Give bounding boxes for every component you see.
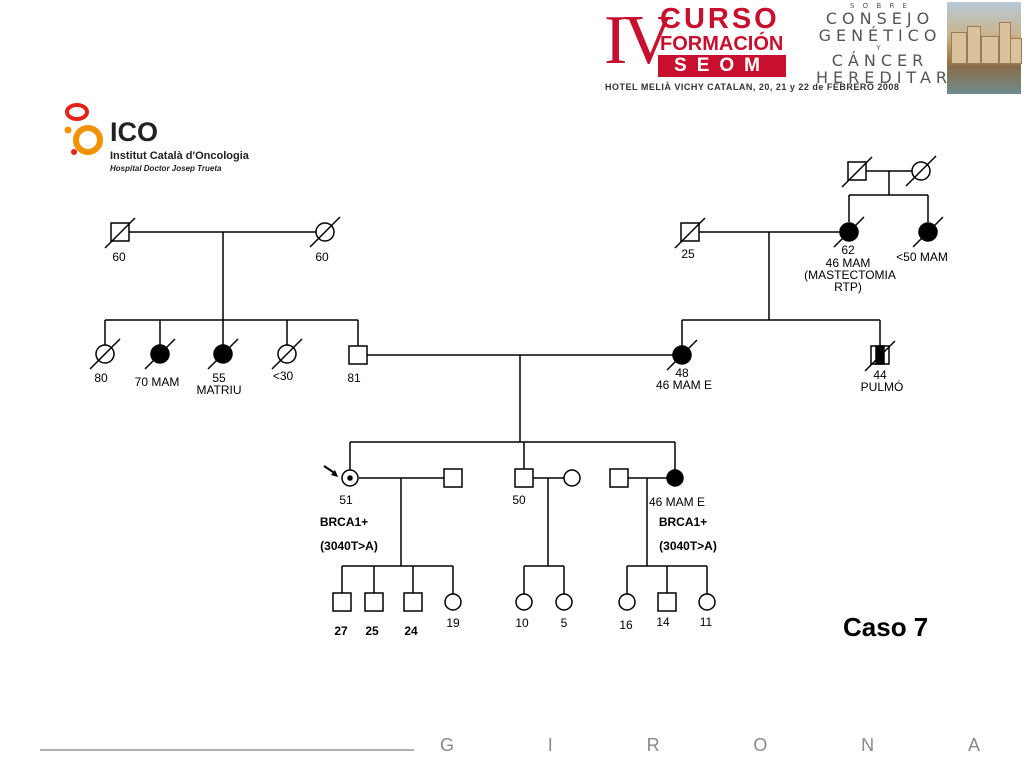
- girona-letter: G: [440, 735, 455, 755]
- topic-line: CONSEJO: [825, 9, 935, 28]
- child-circle: [618, 593, 636, 611]
- pedigree-label-c6: 5: [560, 616, 568, 630]
- pedigree-label-proband-age: 51: [339, 493, 353, 507]
- pedigree-label-brother: 50: [512, 493, 526, 507]
- ico-logo-icon: [64, 103, 103, 155]
- father-square: [348, 345, 368, 365]
- pedigree-label-proband-mut: BRCA1+: [319, 515, 369, 529]
- pedigree-label-aunt3-dx: MATRIU: [196, 383, 242, 397]
- pedigree-label-father: 81: [347, 371, 361, 385]
- pedigree-label-gp-mat-f-tx1: (MASTECTOMIA: [804, 268, 896, 282]
- pedigree-label-sister-mut: BRCA1+: [658, 515, 708, 529]
- topic-line: S O B R E: [850, 2, 910, 10]
- course-subtitle: FORMACIÓN: [660, 33, 784, 55]
- girona-photo: [947, 2, 1022, 94]
- sister-spouse-square: [609, 468, 629, 488]
- pedigree-label-gp-mat-f-tx2: RTP): [834, 280, 862, 294]
- girona-letter: A: [967, 735, 980, 755]
- pedigree-label-gp-pat-f: 60: [315, 250, 329, 264]
- child-square: [364, 592, 384, 612]
- case-label: Caso 7: [843, 612, 929, 642]
- ico-institute: Institut Català d'Oncologia: [110, 150, 249, 162]
- pedigree-label-c1: 27: [334, 624, 348, 638]
- pedigree-label-mother-dx: 46 MAM E: [655, 378, 713, 392]
- pedigree-label-aunt2: 70 MAM: [134, 375, 180, 389]
- pedigree-label-aunt4: <30: [272, 369, 294, 383]
- pedigree-label-c4: 19: [446, 616, 460, 630]
- child-circle: [515, 593, 533, 611]
- pedigree-label-mother-age: 48: [675, 366, 689, 380]
- pedigree-label-c7: 16: [619, 618, 633, 632]
- pedigree-label-c3: 24: [404, 624, 418, 638]
- pedigree-label-c2: 25: [365, 624, 379, 638]
- girona-letter: I: [547, 735, 553, 755]
- topic-line: Y: [876, 44, 884, 52]
- pedigree-label-gp-mat-m: 25: [681, 247, 695, 261]
- sister-affected: [666, 469, 684, 487]
- pedigree-label-uncle-age: 44: [873, 368, 887, 382]
- spouse-square: [443, 468, 463, 488]
- seom-banner: SEOM: [658, 55, 786, 77]
- pedigree-label-c8: 14: [656, 615, 670, 629]
- girona-letter: O: [753, 735, 768, 755]
- girona-letter: N: [861, 735, 875, 755]
- course-title: CURSO: [660, 3, 780, 35]
- child-square: [657, 592, 677, 612]
- ico-logo-text: ICO: [110, 117, 159, 147]
- pedigree-label-proband-var: (3040T>A): [320, 539, 378, 553]
- child-circle: [444, 593, 462, 611]
- topic-line: GENÉTICO: [818, 26, 942, 45]
- child-square: [332, 592, 352, 612]
- pedigree-label-uncle-dx: PULMÓ: [860, 380, 904, 394]
- child-square: [403, 592, 423, 612]
- pedigree-label-sister-dx: 46 MAM E: [648, 495, 706, 509]
- pedigree-label-aunt3-age: 55: [212, 371, 226, 385]
- footer-rule: [40, 749, 414, 751]
- pedigree-label-gp-mat-f-age: 62: [841, 243, 855, 257]
- brother-spouse-circle: [563, 469, 581, 487]
- topic-line: HEREDITARIO: [816, 68, 980, 87]
- venue-line: HOTEL MELIÀ VICHY CATALAN, 20, 21 y 22 d…: [605, 82, 900, 92]
- pedigree-label-aunt1: 80: [94, 371, 108, 385]
- brother-square: [514, 468, 534, 488]
- pedigree-label-gp-mat-f-dx: 46 MAM: [825, 256, 871, 270]
- girona-letter: R: [646, 735, 660, 755]
- pedigree-label-sister-var: (3040T>A): [659, 539, 717, 553]
- ico-hospital: Hospital Doctor Josep Trueta: [110, 164, 222, 173]
- pedigree-label-ggp-aunt: <50 MAM: [896, 250, 948, 264]
- topic-line: CÁNCER: [831, 51, 929, 70]
- child-circle: [555, 593, 573, 611]
- child-circle: [698, 593, 716, 611]
- pedigree-label-c5: 10: [515, 616, 529, 630]
- pedigree-label-gp-pat-m: 60: [112, 250, 126, 264]
- proband-arrow-icon: [323, 465, 338, 477]
- pedigree-label-c9: 11: [699, 615, 713, 629]
